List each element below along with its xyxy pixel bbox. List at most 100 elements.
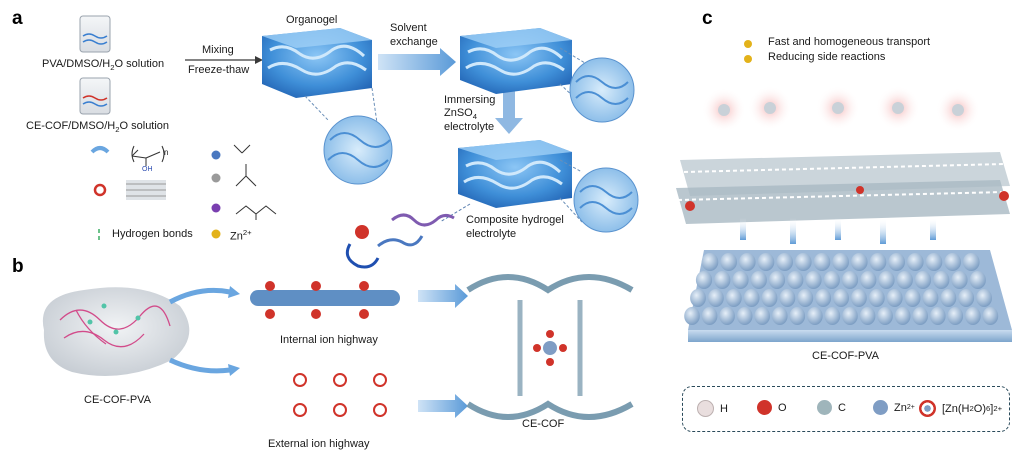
h-atom-icon <box>697 400 714 417</box>
anode-sphere <box>708 289 724 307</box>
anode-sphere <box>851 289 867 307</box>
cecof-pva-blob-icon <box>42 287 190 376</box>
hydrogen-bonds-label: Hydrogen bonds <box>112 228 193 240</box>
anode-sphere <box>719 307 735 325</box>
anode-sphere <box>965 307 981 325</box>
anode-sphere <box>886 289 903 307</box>
anode-sphere <box>789 307 806 325</box>
cof-layers-icon <box>676 152 1010 224</box>
c-atom-icon <box>817 400 832 415</box>
anode-sphere <box>768 271 786 289</box>
panel-letter-c: c <box>702 8 713 29</box>
immersing-label: Immersing <box>444 94 496 106</box>
anode-sphere <box>743 289 760 307</box>
anode-sphere <box>776 253 793 271</box>
anode-sphere <box>779 289 796 307</box>
anode-sphere <box>947 307 964 325</box>
polymer-wave-icon <box>90 146 110 154</box>
solvent-label: Solvent <box>390 22 427 34</box>
internal-highway-label: Internal ion highway <box>280 334 378 346</box>
anode-sphere <box>930 307 946 325</box>
pva-structure-icon <box>131 145 165 166</box>
exchanged-gel-block-icon <box>460 28 572 94</box>
cof-stack-icon <box>126 180 166 200</box>
legend-atom-c: C <box>817 400 846 415</box>
composite-zoom-circle <box>559 159 639 233</box>
cof-solution-label: CE-COF/DMSO/H2O solution <box>26 120 170 135</box>
anode-sphere <box>813 253 831 271</box>
anode-sphere <box>757 253 775 271</box>
anode-sphere <box>772 307 788 325</box>
znso4-label: ZnSO4 <box>444 107 478 122</box>
panel-letter-a: a <box>12 8 23 29</box>
to-cof-arrow-bottom-icon <box>418 394 468 418</box>
electrolyte-label: electrolyte <box>444 121 495 133</box>
ion-drops-icon <box>740 218 936 244</box>
legend-atom-o: O <box>757 400 787 415</box>
composite-hydrogel-label: Composite hydrogel <box>466 214 564 226</box>
anode-sphere <box>842 307 858 325</box>
complex-icon <box>919 400 936 417</box>
anode-sphere <box>695 271 713 289</box>
external-highway-label: External ion highway <box>268 438 370 450</box>
anode-sphere <box>922 289 939 307</box>
o-atom-icon <box>757 400 772 415</box>
anode-sphere <box>701 307 718 325</box>
anode-sphere <box>877 307 893 325</box>
organogel-label: Organogel <box>286 14 338 26</box>
panel-letter-b: b <box>12 256 24 277</box>
polymer-n-label: n <box>164 148 169 157</box>
side-reactions-label: Reducing side reactions <box>768 51 886 63</box>
organogel-zoom-circle <box>304 87 393 185</box>
anode-sphere <box>797 289 814 307</box>
anode-sphere <box>912 307 928 325</box>
cecof-structure-icon <box>466 274 634 420</box>
anode-sphere <box>761 289 778 307</box>
internal-arrow-icon <box>168 287 231 305</box>
cecof-pva-label-b: CE-COF-PVA <box>84 394 152 406</box>
anode-sphere <box>860 271 877 289</box>
external-highway-icon <box>293 373 387 417</box>
anode-sphere <box>907 253 924 271</box>
anode-sphere <box>878 271 895 289</box>
composite-gel-block-icon <box>458 140 572 208</box>
blue-atom-icon <box>211 150 221 160</box>
anode-sphere <box>944 253 961 271</box>
anode-sphere <box>720 253 737 271</box>
anode-sphere <box>754 307 770 325</box>
purple-atom-icon <box>211 203 221 213</box>
anode-sphere <box>701 253 719 271</box>
glycerol-molecule-icon <box>235 205 277 220</box>
anode-sphere <box>725 289 742 307</box>
anode-sphere <box>958 289 975 307</box>
to-cof-arrow-top-icon <box>418 284 468 308</box>
glow-ions-icon <box>702 86 980 132</box>
anode-sphere <box>824 307 841 325</box>
anode-sphere <box>805 271 822 289</box>
cecof-pva-label-c: CE-COF-PVA <box>812 350 880 362</box>
anode-sphere <box>690 289 706 307</box>
external-arrow-icon <box>168 357 231 374</box>
anode-sphere <box>815 289 832 307</box>
anode-sphere <box>795 253 812 271</box>
legend-atom-h: H <box>697 400 728 417</box>
legend2-bullet-icon <box>744 55 752 63</box>
anode-sphere <box>832 253 849 271</box>
organogel-block-icon <box>262 28 372 98</box>
zn-ion-icon <box>211 229 221 239</box>
pva-solution-label: PVA/DMSO/H2O solution <box>42 58 165 73</box>
grey-atom-icon <box>211 173 221 183</box>
anode-sphere <box>714 271 731 289</box>
anode-sphere <box>851 253 868 271</box>
polymer-oh-label: OH <box>142 166 153 173</box>
anode-sphere <box>914 271 932 289</box>
mixing-label: Mixing <box>202 44 234 56</box>
anode-sphere <box>868 289 885 307</box>
composite-electrolyte-label: electrolyte <box>466 228 517 240</box>
cecof-label: CE-COF <box>522 418 565 430</box>
beaker-cof-icon <box>79 77 111 115</box>
beaker-pva-icon <box>79 15 111 53</box>
